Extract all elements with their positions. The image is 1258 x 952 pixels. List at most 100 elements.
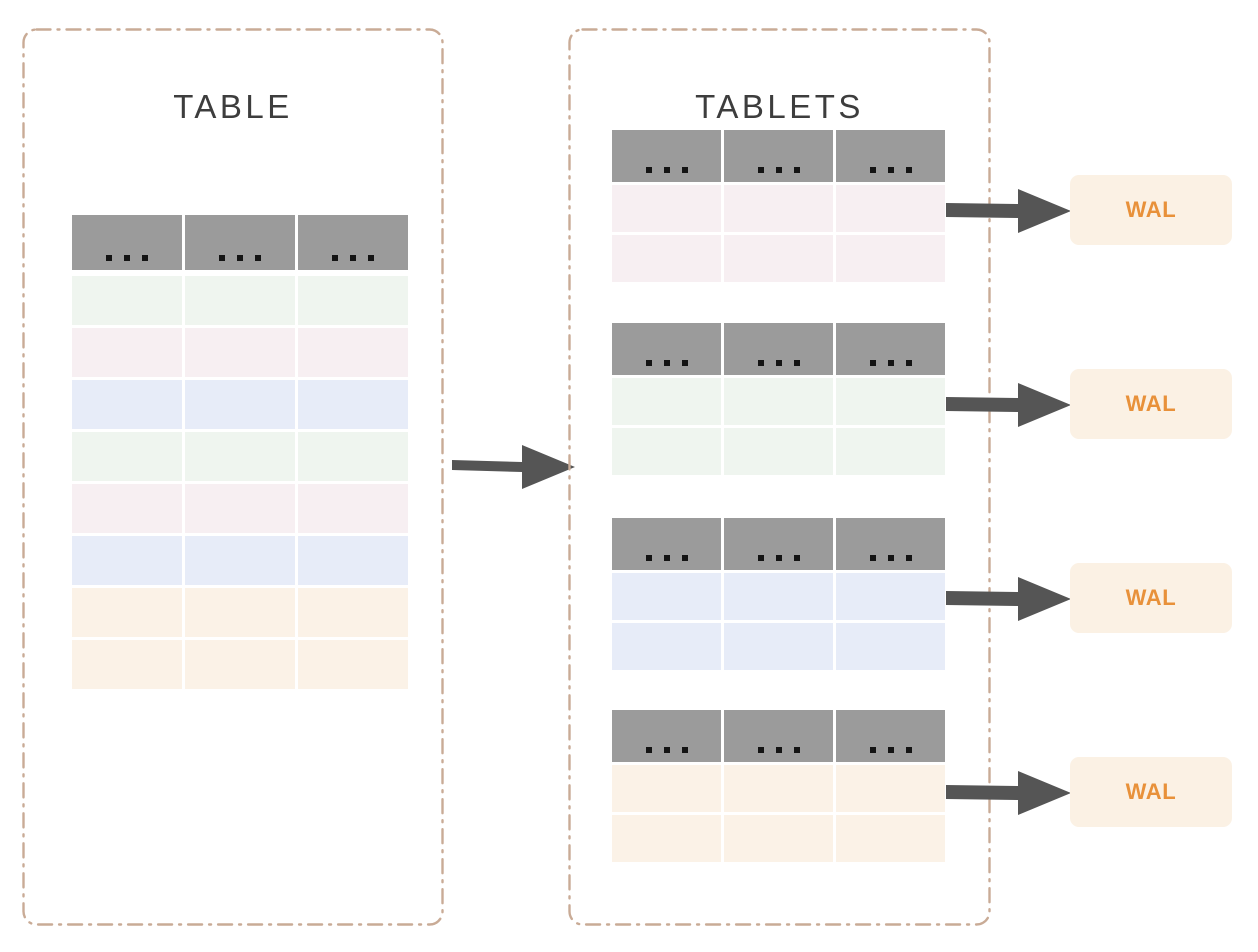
arrow-tablet-to-wal	[946, 770, 1072, 816]
tablet-row	[612, 765, 945, 812]
arrow-tablet-to-wal	[946, 576, 1072, 622]
wal-label: WAL	[1125, 197, 1177, 222]
ellipsis-dots-icon	[645, 167, 688, 173]
wal-box-1[interactable]: WAL	[1070, 369, 1232, 439]
table-cell	[185, 640, 295, 689]
table-cell	[298, 536, 408, 585]
tablet-1	[612, 323, 945, 475]
table-cell	[298, 484, 408, 533]
tablet-0	[612, 130, 945, 282]
tablet-header-row	[612, 518, 945, 570]
tablet-cell	[724, 573, 833, 620]
wal-label: WAL	[1125, 391, 1177, 416]
ellipsis-dots-icon	[869, 555, 912, 561]
tablet-2	[612, 518, 945, 670]
tablet-cell	[724, 815, 833, 862]
table-cell	[72, 484, 182, 533]
tablet-header-cell	[724, 518, 833, 570]
tablet-cell	[612, 235, 721, 282]
table-row	[72, 640, 408, 689]
ellipsis-dots-icon	[757, 360, 800, 366]
tablet-header-cell	[836, 323, 945, 375]
tablet-header-cell	[612, 323, 721, 375]
ellipsis-dots-icon	[757, 167, 800, 173]
ellipsis-dots-icon	[869, 747, 912, 753]
tablet-header-cell	[836, 518, 945, 570]
wal-box-0[interactable]: WAL	[1070, 175, 1232, 245]
table-header-cell	[298, 215, 408, 270]
tablet-row	[612, 815, 945, 862]
wal-box-3[interactable]: WAL	[1070, 757, 1232, 827]
tablet-cell	[836, 428, 945, 475]
arrow-table-to-tablets	[452, 443, 576, 491]
ellipsis-dots-icon	[106, 255, 148, 261]
table-cell	[185, 276, 295, 325]
tablet-row	[612, 573, 945, 620]
tablet-header-cell	[724, 710, 833, 762]
table-cell	[298, 432, 408, 481]
tablet-cell	[612, 185, 721, 232]
arrow-tablet-to-wal	[946, 188, 1072, 234]
table-row	[72, 432, 408, 481]
tablet-header-cell	[836, 130, 945, 182]
tablet-cell	[836, 235, 945, 282]
table-cell	[72, 276, 182, 325]
ellipsis-dots-icon	[757, 555, 800, 561]
tablet-cell	[836, 815, 945, 862]
tablet-cell	[724, 378, 833, 425]
arrow-tablet-to-wal	[946, 382, 1072, 428]
tablet-cell	[612, 815, 721, 862]
table-cell	[185, 484, 295, 533]
tablet-row	[612, 378, 945, 425]
table-cell	[72, 640, 182, 689]
tablet-cell	[836, 573, 945, 620]
table-cell	[72, 380, 182, 429]
wal-box-2[interactable]: WAL	[1070, 563, 1232, 633]
tablet-header-cell	[836, 710, 945, 762]
table-cell	[185, 536, 295, 585]
ellipsis-dots-icon	[869, 360, 912, 366]
tablet-header-row	[612, 710, 945, 762]
wal-label: WAL	[1125, 779, 1177, 804]
table-row	[72, 276, 408, 325]
table-cell	[185, 380, 295, 429]
ellipsis-dots-icon	[645, 360, 688, 366]
tablet-cell	[724, 765, 833, 812]
tablet-row	[612, 428, 945, 475]
tablet-header-cell	[612, 130, 721, 182]
table-cell	[185, 328, 295, 377]
table-row	[72, 380, 408, 429]
ellipsis-dots-icon	[332, 255, 374, 261]
table-row	[72, 328, 408, 377]
tablet-cell	[836, 378, 945, 425]
tablet-header-cell	[724, 130, 833, 182]
table-header-cell	[72, 215, 182, 270]
wal-label: WAL	[1125, 585, 1177, 610]
table-cell	[72, 536, 182, 585]
tablet-header-cell	[612, 710, 721, 762]
ellipsis-dots-icon	[869, 167, 912, 173]
tablet-row	[612, 623, 945, 670]
table-cell	[72, 588, 182, 637]
table-group-title: TABLE	[173, 88, 293, 125]
source-table	[72, 215, 408, 689]
tablet-header-row	[612, 323, 945, 375]
tablet-cell	[836, 185, 945, 232]
tablet-cell	[836, 765, 945, 812]
table-header-row	[72, 215, 408, 270]
ellipsis-dots-icon	[645, 747, 688, 753]
tablet-cell	[836, 623, 945, 670]
table-header-cell	[185, 215, 295, 270]
tablet-header-cell	[724, 323, 833, 375]
tablet-cell	[724, 623, 833, 670]
table-cell	[72, 432, 182, 481]
tablet-cell	[612, 378, 721, 425]
table-cell	[298, 588, 408, 637]
tablet-row	[612, 235, 945, 282]
ellipsis-dots-icon	[645, 555, 688, 561]
tablet-cell	[724, 185, 833, 232]
table-cell	[298, 640, 408, 689]
tablet-header-cell	[612, 518, 721, 570]
table-row	[72, 484, 408, 533]
